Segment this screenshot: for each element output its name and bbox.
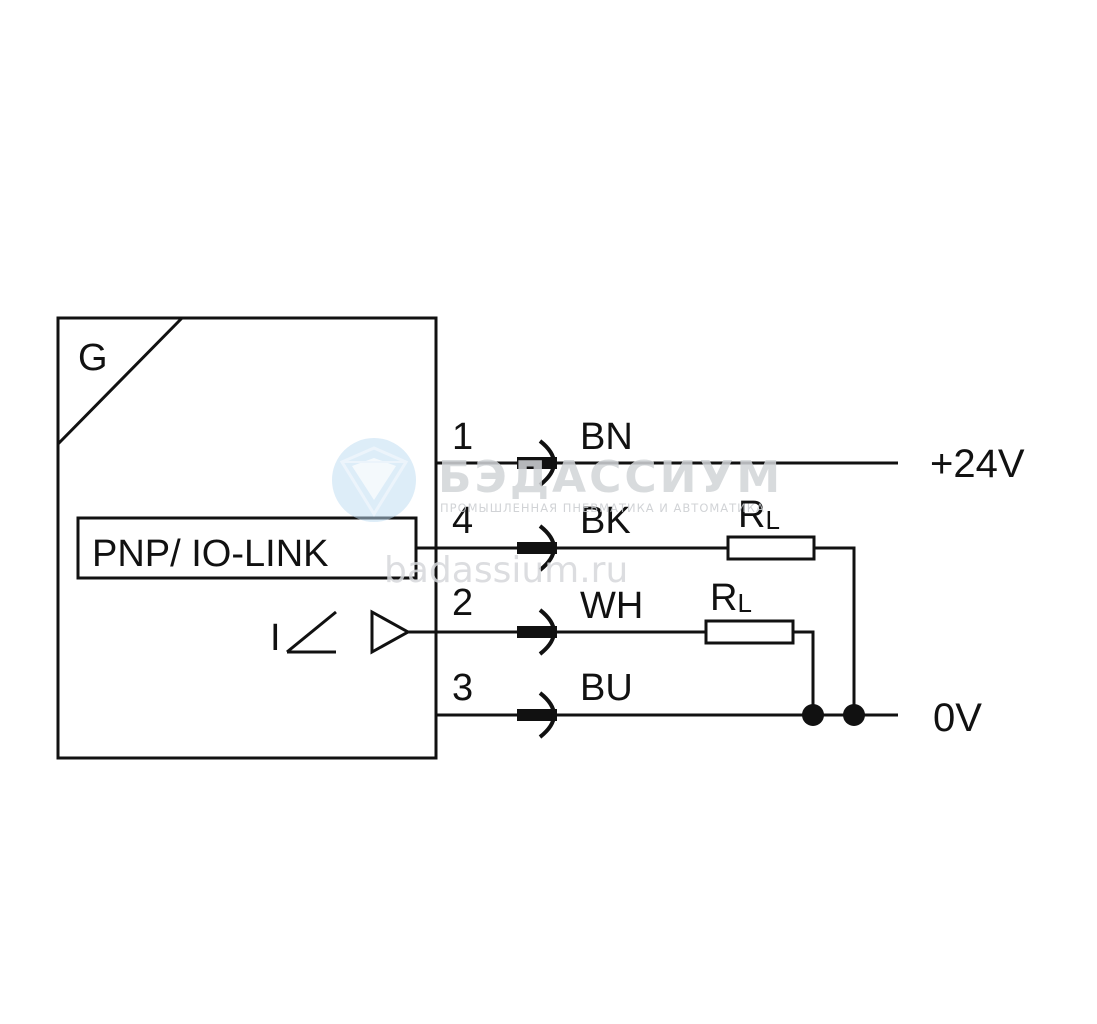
wire-bk-label: BK [580,500,631,542]
pin-4-number: 4 [452,500,473,542]
connector-pin-1-icon [517,439,557,487]
supply-ground-label: 0V [933,696,982,740]
output-type-box [76,516,418,580]
watermark-url: badassium.ru [384,550,628,591]
connector-pin-3-icon [517,691,557,739]
watermark: БЭДАССИУМ ПРОМЫШЛЕННАЯ ПНЕВМАТИКА И АВТО… [332,438,783,591]
pin-2-number: 2 [452,582,473,624]
junction-dot-wh [802,704,824,726]
junction-dot-bk [843,704,865,726]
pin-1-number: 1 [452,416,473,458]
watermark-diamond-logo-icon [332,438,416,522]
analog-amplifier-triangle-icon [370,609,412,655]
load-resistor-b-label: RL [710,577,752,619]
output-type-label: PNP/ IO-LINK [92,533,329,575]
sensor-device [56,316,438,760]
load-resistor-a-label: RL [738,494,780,536]
connector-pins [517,439,557,739]
load-resistor-a-icon [726,535,816,561]
wire-bu-label: BU [580,667,633,709]
analog-output-symbol: I [270,617,281,659]
watermark-tagline: ПРОМЫШЛЕННАЯ ПНЕВМАТИКА И АВТОМАТИКА [440,501,765,515]
watermark-brand: БЭДАССИУМ [438,452,783,503]
device-corner-label: G [78,337,108,379]
supply-positive-label: +24V [930,442,1025,486]
device-outline [56,316,438,760]
analog-ramp-icon [286,610,337,654]
connector-pin-2-icon [517,608,557,656]
pin-3-number: 3 [452,667,473,709]
device-corner-diagonal [56,316,184,446]
wire-bn-label: BN [580,416,633,458]
connector-pin-4-icon [517,524,557,572]
wire-wh-label: WH [580,585,643,627]
load-resistor-b-icon [704,619,795,645]
